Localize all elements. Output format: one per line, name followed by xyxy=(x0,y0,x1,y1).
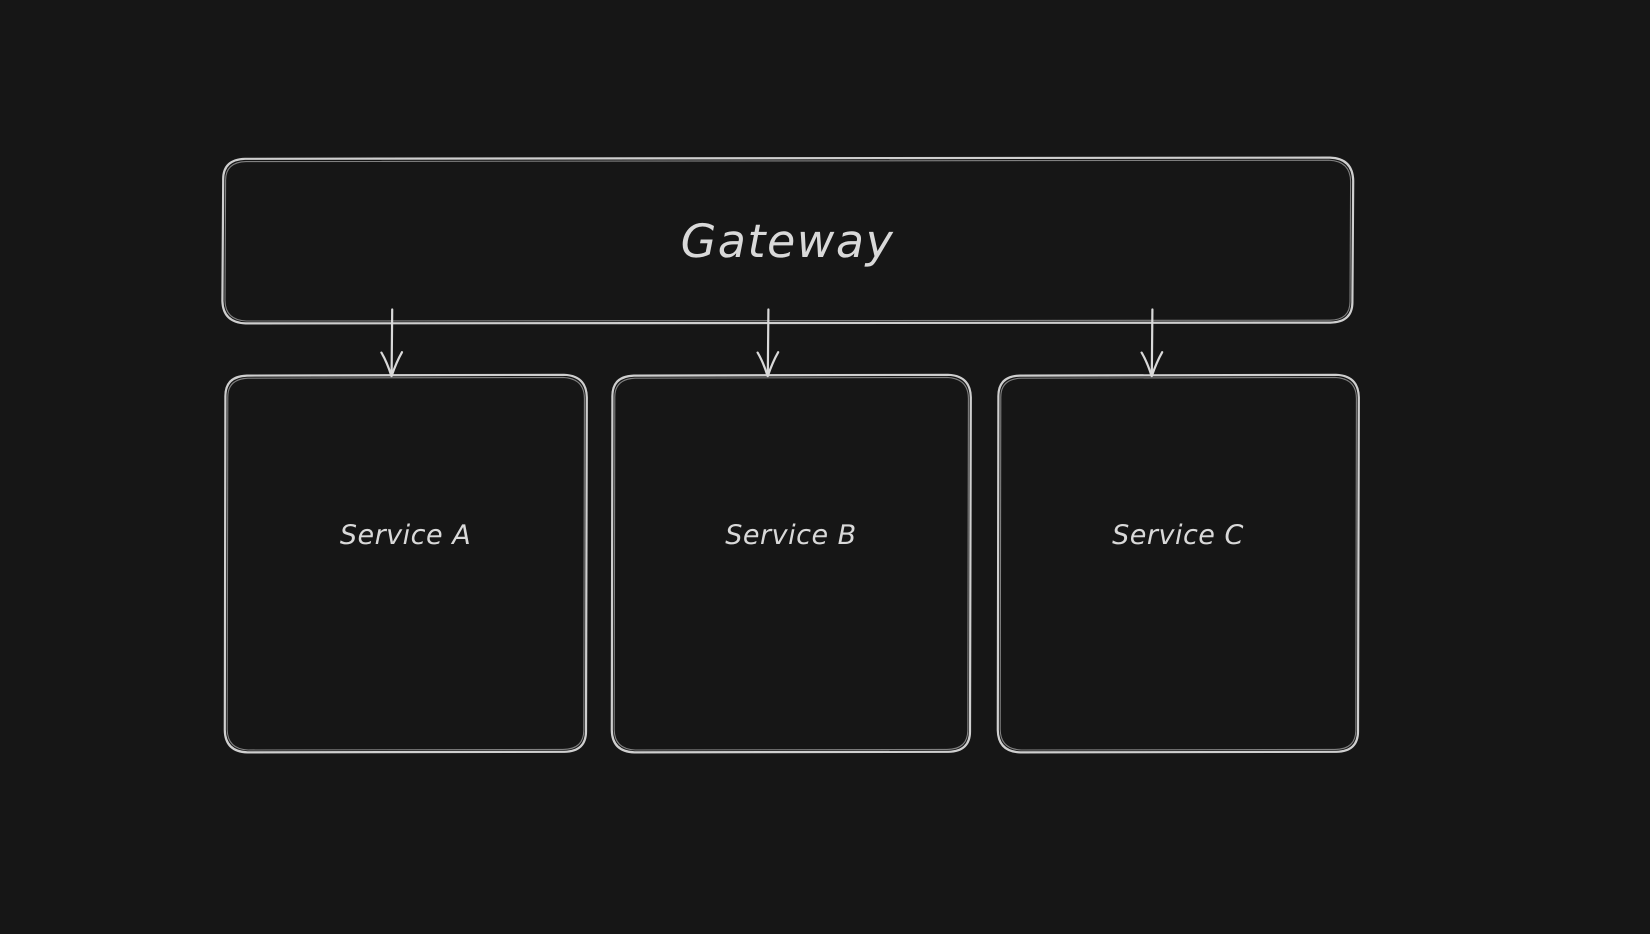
node-service-b[interactable] xyxy=(612,375,970,752)
edge-gateway-to-service-b xyxy=(756,308,780,378)
node-service-c[interactable] xyxy=(998,375,1358,752)
node-gateway[interactable] xyxy=(222,158,1353,323)
node-service-c-shape xyxy=(996,373,1360,754)
node-service-a-shape xyxy=(223,373,588,754)
edge-gateway-to-service-a xyxy=(380,308,404,378)
edge-gateway-to-service-c xyxy=(1140,308,1164,378)
node-service-a[interactable] xyxy=(225,375,586,752)
node-service-b-shape xyxy=(610,373,972,754)
node-gateway-shape xyxy=(221,156,1355,325)
